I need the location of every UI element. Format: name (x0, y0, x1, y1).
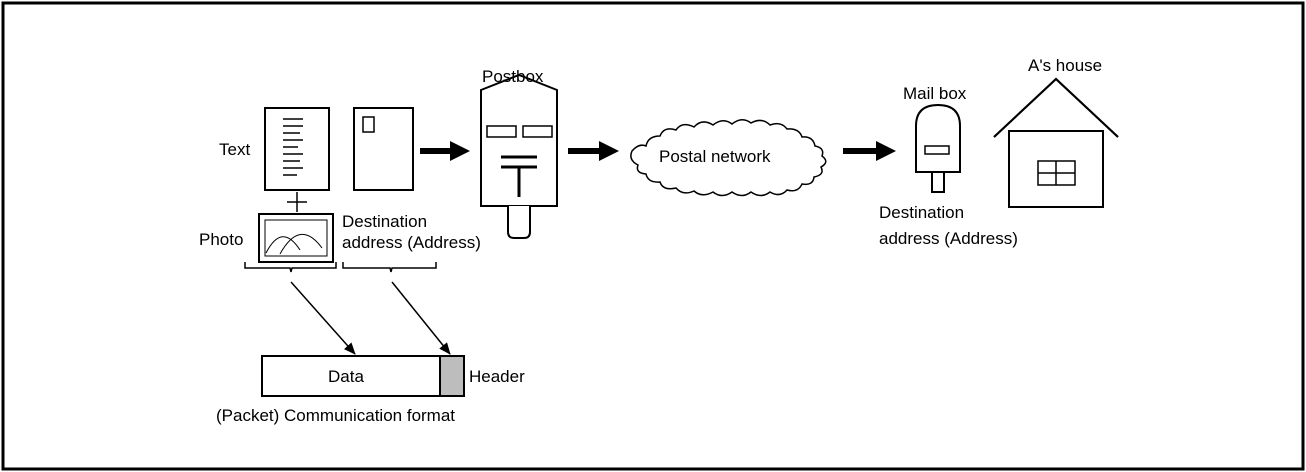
header-label: Header (469, 367, 525, 386)
envelope-icon (353, 107, 414, 191)
header-arrow (391, 281, 451, 355)
postal-network-label: Postal network (659, 147, 771, 166)
destination-label-line2: address (Address) (342, 233, 481, 252)
mail-box-icon (915, 103, 961, 193)
arrow-to-network (568, 141, 619, 161)
packet-format-label: (Packet) Communication format (216, 406, 455, 425)
photo-label: Photo (199, 230, 243, 249)
destination-brace (342, 262, 437, 273)
mail-box-label: Mail box (903, 84, 967, 103)
text-document-icon (264, 107, 330, 191)
arrow-to-postbox (420, 141, 470, 161)
as-house-label: A's house (1028, 56, 1102, 75)
plus-icon (287, 192, 307, 212)
data-label: Data (328, 367, 364, 386)
packet-header-box (439, 355, 465, 397)
photo-icon (258, 213, 334, 263)
destination-label-line1: Destination (342, 212, 427, 231)
postal-network-cloud (630, 119, 827, 197)
photo-brace (244, 262, 337, 273)
postbox-label: Postbox (482, 67, 544, 86)
arrow-to-mailbox (843, 141, 896, 161)
destination-2-label-line1: Destination (879, 203, 964, 222)
house-icon (993, 77, 1119, 208)
text-label: Text (219, 140, 250, 159)
postbox-icon (480, 73, 558, 239)
destination-2-label-line2: address (Address) (879, 229, 1018, 248)
data-arrow (290, 281, 356, 355)
